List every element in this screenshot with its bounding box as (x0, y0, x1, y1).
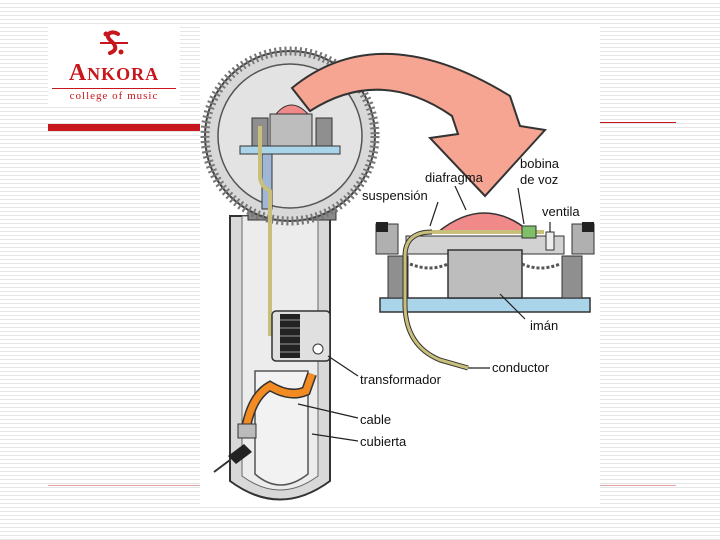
zoom-arrow (290, 53, 547, 198)
logo-name: ANKORA (68, 60, 160, 86)
casing (254, 370, 309, 486)
ankora-logo: ANKORA college of music (48, 26, 180, 106)
capsule-exploded (375, 212, 595, 313)
label-vent: ventila (542, 204, 580, 219)
title-accent-line (600, 122, 676, 123)
label-cable: cable (360, 412, 391, 427)
logo-tagline: college of music (69, 90, 159, 102)
logo-rule (52, 88, 176, 89)
microphone-diagram: diafragma bobina de voz suspensión venti… (200, 26, 600, 506)
label-voice-coil-1: bobina (520, 156, 560, 171)
leader-lines (297, 185, 551, 442)
label-conductor: conductor (492, 360, 550, 375)
inner-wire (258, 126, 272, 336)
title-accent-bar (48, 124, 200, 131)
label-magnet: imán (530, 318, 558, 333)
conductor-wire (403, 230, 469, 370)
transformer (271, 310, 331, 362)
cable (213, 372, 317, 473)
logo-s-mark-icon (100, 30, 128, 55)
label-casing: cubierta (360, 434, 407, 449)
label-voice-coil-2: de voz (520, 172, 558, 187)
label-transformer: transformador (360, 372, 442, 387)
label-suspension: suspensión (362, 188, 428, 203)
footer-line-left (48, 485, 200, 486)
footer-line-right (600, 485, 676, 486)
label-diaphragm: diafragma (425, 170, 484, 185)
